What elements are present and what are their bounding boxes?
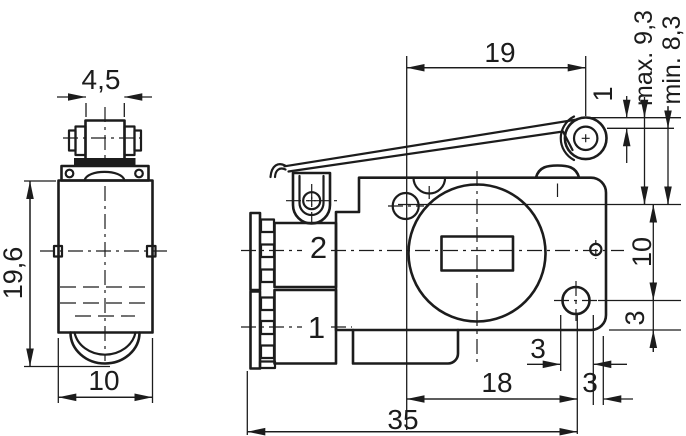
left-view-dimensions: 4,5 19,6 10 — [0, 64, 154, 403]
roller-axle-tab-right — [133, 129, 143, 152]
body-lower-protrusion — [351, 328, 460, 365]
clamp — [259, 296, 276, 312]
dim-roller-width-label: 4,5 — [82, 64, 121, 95]
dim-width-label: 10 — [88, 365, 119, 396]
terminal-strip-upper — [249, 211, 262, 292]
right-view-centerlines — [241, 171, 624, 367]
plunger-dome — [534, 164, 581, 179]
left-view: 4,5 19,6 10 — [0, 64, 170, 403]
dim-hole-to-bottom-label: 3 — [620, 310, 650, 325]
roller-inner — [572, 125, 599, 152]
clamp — [259, 268, 276, 284]
lever-curl-end — [269, 163, 287, 179]
dim-height-label: 19,6 — [0, 247, 28, 300]
dim-pretravel-label: 1 — [588, 86, 618, 101]
bracket-dome — [83, 170, 126, 182]
terminal-labels: 2 1 — [308, 230, 327, 345]
bracket-ear-right — [134, 168, 144, 179]
clamp — [259, 218, 276, 234]
right-view-outline — [249, 115, 608, 370]
right-view-dimensions: 19 1 max. 9,3 min. 8,3 10 — [246, 10, 686, 436]
right-view: 19 1 max. 9,3 min. 8,3 10 — [241, 10, 686, 436]
roller-outer — [563, 116, 608, 161]
left-view-centerlines — [40, 107, 170, 361]
roller-strap — [559, 115, 576, 162]
dim-hole-width-label: 3 — [530, 333, 546, 364]
switch-body-right-view — [334, 176, 608, 332]
dim-lever-span-label: 19 — [484, 37, 515, 68]
dim-max-height-label: max. 9,3 — [630, 10, 658, 106]
lever-arm — [283, 118, 579, 173]
pivot-bracket-outer — [291, 171, 332, 225]
terminal-strip-tab — [258, 360, 277, 370]
dim-min-height-label: min. 8,3 — [658, 16, 686, 105]
terminal-2-label: 2 — [310, 230, 327, 265]
dim-hole-to-edge-label: 3 — [582, 367, 598, 398]
terminal-1-label: 1 — [308, 310, 325, 345]
bottom-dome-outer — [69, 331, 141, 365]
roller-side-plate-left — [74, 125, 87, 157]
clamp — [259, 344, 276, 360]
roller-side-plate-right — [123, 125, 136, 157]
terminal-strip-lower — [249, 290, 262, 370]
roller-axle-tab-left — [67, 129, 77, 152]
dim-total-width-label: 35 — [387, 404, 418, 435]
bracket-ear-left — [64, 168, 75, 179]
dim-center-height-label: 10 — [627, 237, 657, 267]
left-view-outline — [52, 119, 157, 365]
dim-hole-spacing-label: 18 — [481, 367, 512, 398]
